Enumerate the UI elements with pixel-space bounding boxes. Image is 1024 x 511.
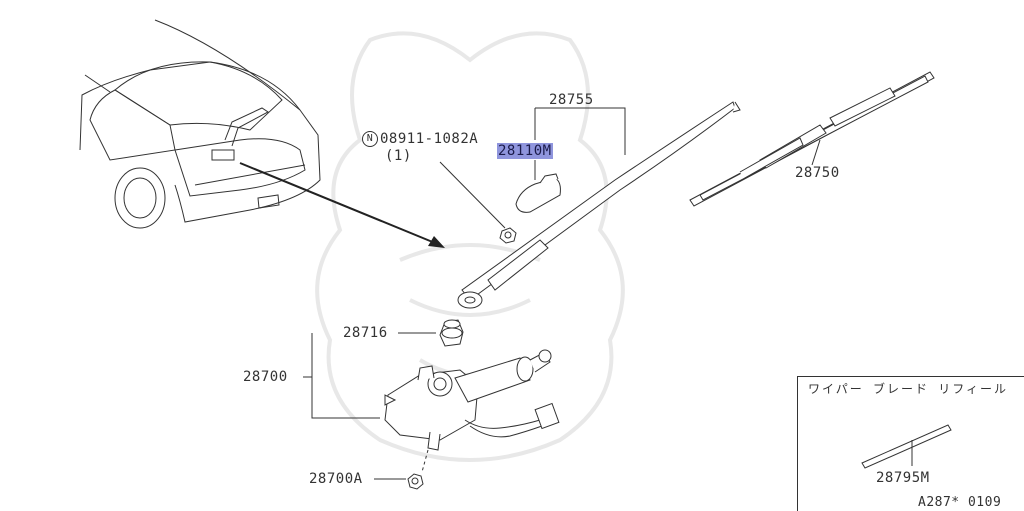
- wiper-arm: [457, 101, 741, 309]
- wiper-blade: [689, 71, 935, 207]
- label-28750: 28750: [795, 165, 840, 181]
- car-rear-outline: [79, 19, 321, 229]
- highlighted-part-number: 28110M: [497, 143, 553, 159]
- refill-inset-box: [797, 376, 1024, 511]
- bolt: [407, 473, 424, 490]
- nut: [499, 227, 517, 244]
- label-28716: 28716: [343, 325, 388, 341]
- pivot-seal: [439, 319, 464, 347]
- label-nut-qty: (1): [385, 148, 412, 164]
- leader-lines: [303, 107, 821, 480]
- diagram-code: A287* 0109: [918, 495, 1002, 510]
- refill-strip: [861, 424, 952, 469]
- wiper-motor: [384, 349, 560, 451]
- location-arrow: [239, 162, 445, 248]
- label-28795m: 28795M: [876, 470, 930, 486]
- n-mark-icon: N: [362, 131, 378, 147]
- label-28700a: 28700A: [309, 471, 363, 487]
- nut-part-number: 08911-1082A: [380, 131, 479, 147]
- inset-title: ワイパー ブレード リフィール: [808, 382, 1008, 396]
- label-28755: 28755: [549, 92, 594, 108]
- label-28700: 28700: [243, 369, 288, 385]
- label-28110m: 28110M: [497, 143, 553, 159]
- arm-cap: [515, 173, 561, 213]
